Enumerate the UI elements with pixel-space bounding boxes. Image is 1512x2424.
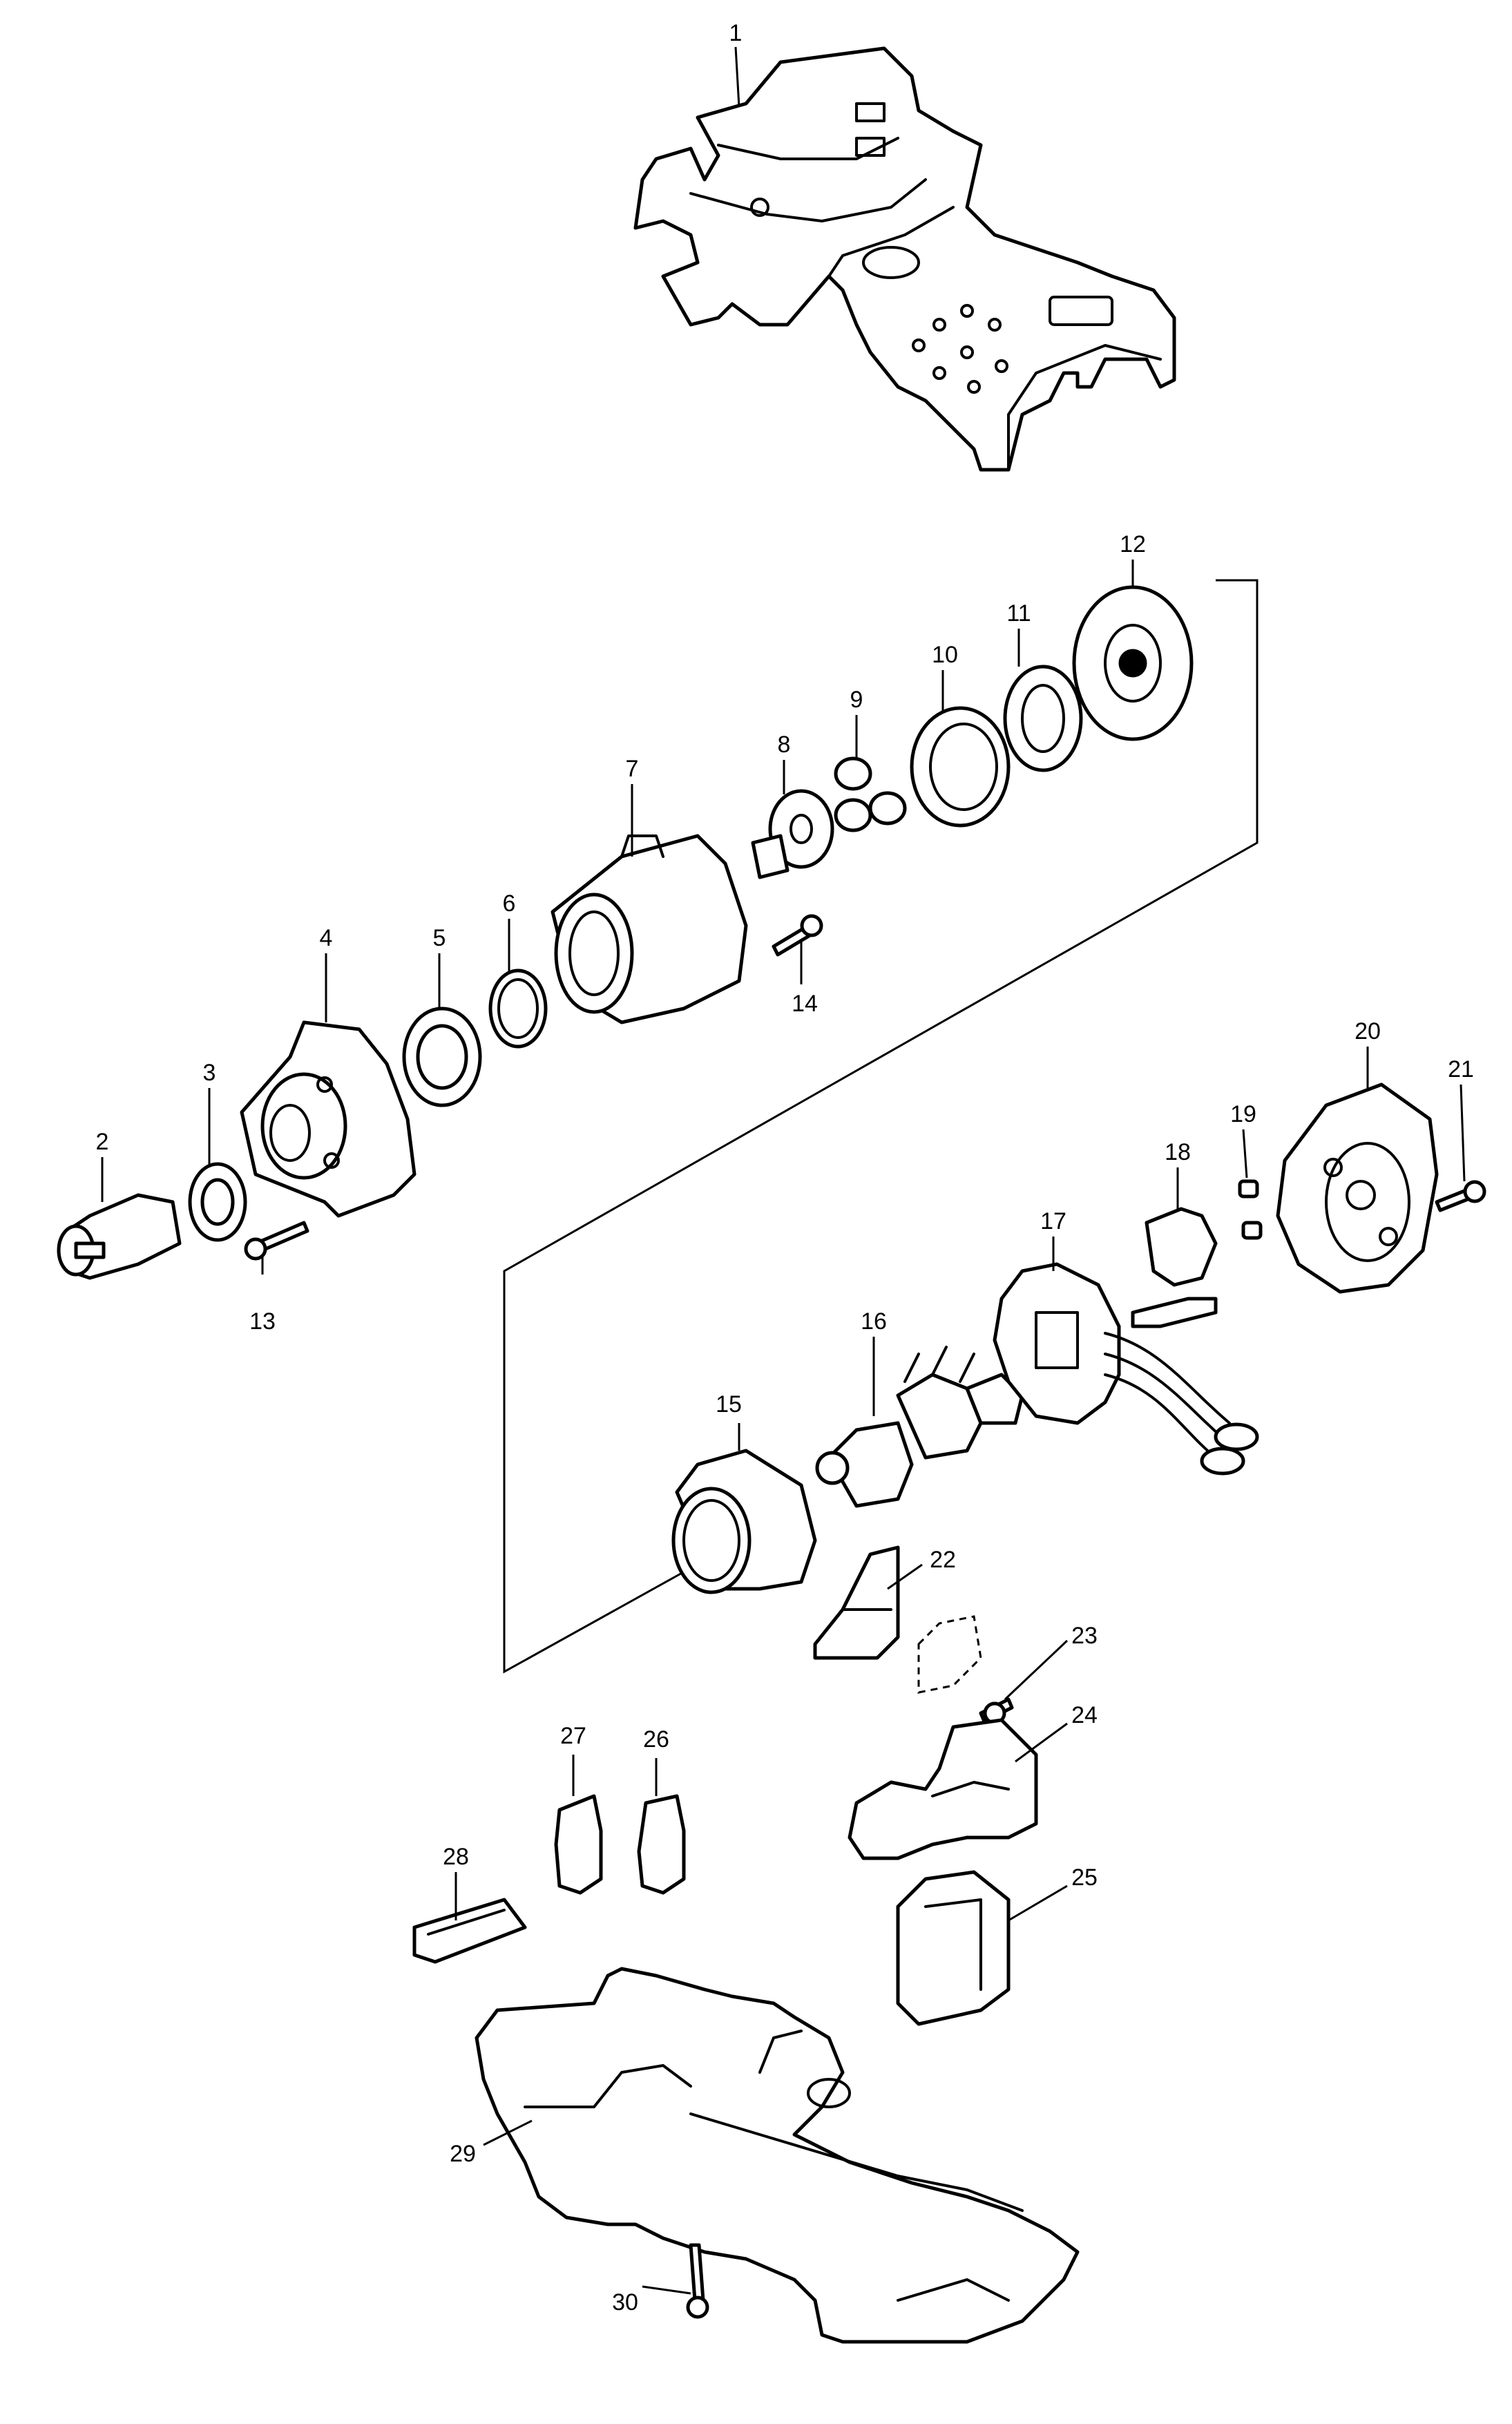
- callout-14: 14: [792, 991, 818, 1017]
- part-5-ball-bearing: [402, 1006, 482, 1107]
- part-3-oil-seal: [188, 1162, 247, 1242]
- part-13-screw: [244, 1221, 309, 1261]
- callout-29: 29: [450, 2141, 476, 2167]
- callout-23: 23: [1071, 1623, 1098, 1649]
- callout-3: 3: [203, 1060, 216, 1086]
- callout-7: 7: [626, 756, 639, 782]
- part-28-pad: [412, 1898, 527, 1964]
- part-4-gear-housing: [240, 1020, 417, 1218]
- part-23-screw: [917, 1615, 1014, 1725]
- part-17-controller: [993, 1262, 1259, 1476]
- part-29-lower-housing: [475, 1967, 1080, 2344]
- callout-21: 21: [1448, 1056, 1474, 1082]
- callout-18: 18: [1165, 1139, 1191, 1165]
- part-21-screw: [1435, 1180, 1486, 1212]
- part-27-button: [554, 1794, 603, 1895]
- callout-6: 6: [503, 890, 516, 917]
- callout-4: 4: [320, 925, 333, 951]
- part-14-screw: [772, 914, 823, 957]
- part-26-clip: [637, 1794, 686, 1895]
- callout-9: 9: [850, 687, 863, 713]
- callout-5: 5: [433, 925, 446, 951]
- part-8-carrier: [751, 789, 834, 879]
- callout-20: 20: [1355, 1018, 1381, 1044]
- part-9-planetary-gears: [834, 756, 907, 832]
- callout-16: 16: [861, 1308, 887, 1335]
- part-19-magnet: [1238, 1179, 1263, 1240]
- callout-10: 10: [932, 642, 958, 668]
- callout-24: 24: [1071, 1702, 1098, 1728]
- part-10-internal-gear: [910, 706, 1011, 828]
- callout-19: 19: [1230, 1101, 1256, 1127]
- part-30-screw: [686, 2243, 709, 2319]
- callout-30: 30: [612, 2289, 638, 2316]
- callout-labels: 1 2 3 4 5 6 7 8 9 10 11 12 13 14 15 16 1…: [96, 20, 1474, 2316]
- callout-27: 27: [560, 1723, 586, 1749]
- callout-17: 17: [1040, 1208, 1066, 1234]
- part-6-retaining-ring: [488, 968, 548, 1049]
- part-1-upper-housing: [633, 46, 1176, 472]
- callout-1: 1: [729, 20, 743, 46]
- part-12-bearing-retainer: [1072, 585, 1194, 741]
- callout-28: 28: [443, 1844, 469, 1870]
- group-frame-line: [503, 579, 1259, 1674]
- callout-8: 8: [778, 732, 791, 758]
- callout-22: 22: [930, 1547, 956, 1573]
- callout-15: 15: [716, 1391, 742, 1418]
- callout-12: 12: [1120, 531, 1146, 557]
- callout-2: 2: [96, 1129, 109, 1155]
- part-16-rotor: [815, 1346, 1024, 1508]
- leader-lines: [101, 46, 1466, 2295]
- callout-26: 26: [643, 1726, 669, 1753]
- part-2-anvil: [57, 1193, 182, 1280]
- part-25-terminal: [896, 1870, 1011, 2026]
- callout-13: 13: [249, 1308, 276, 1335]
- part-18-sensor-cover: [1131, 1207, 1218, 1328]
- part-7-hammer-case: [551, 834, 748, 1024]
- part-22-bracket: [813, 1545, 900, 1660]
- part-20-rear-cover: [1276, 1082, 1439, 1294]
- part-24-switch: [848, 1718, 1038, 1860]
- callout-11: 11: [1006, 600, 1031, 627]
- callout-25: 25: [1071, 1864, 1098, 1891]
- part-11-flat-washer: [1003, 665, 1083, 772]
- part-15-stator: [671, 1449, 817, 1594]
